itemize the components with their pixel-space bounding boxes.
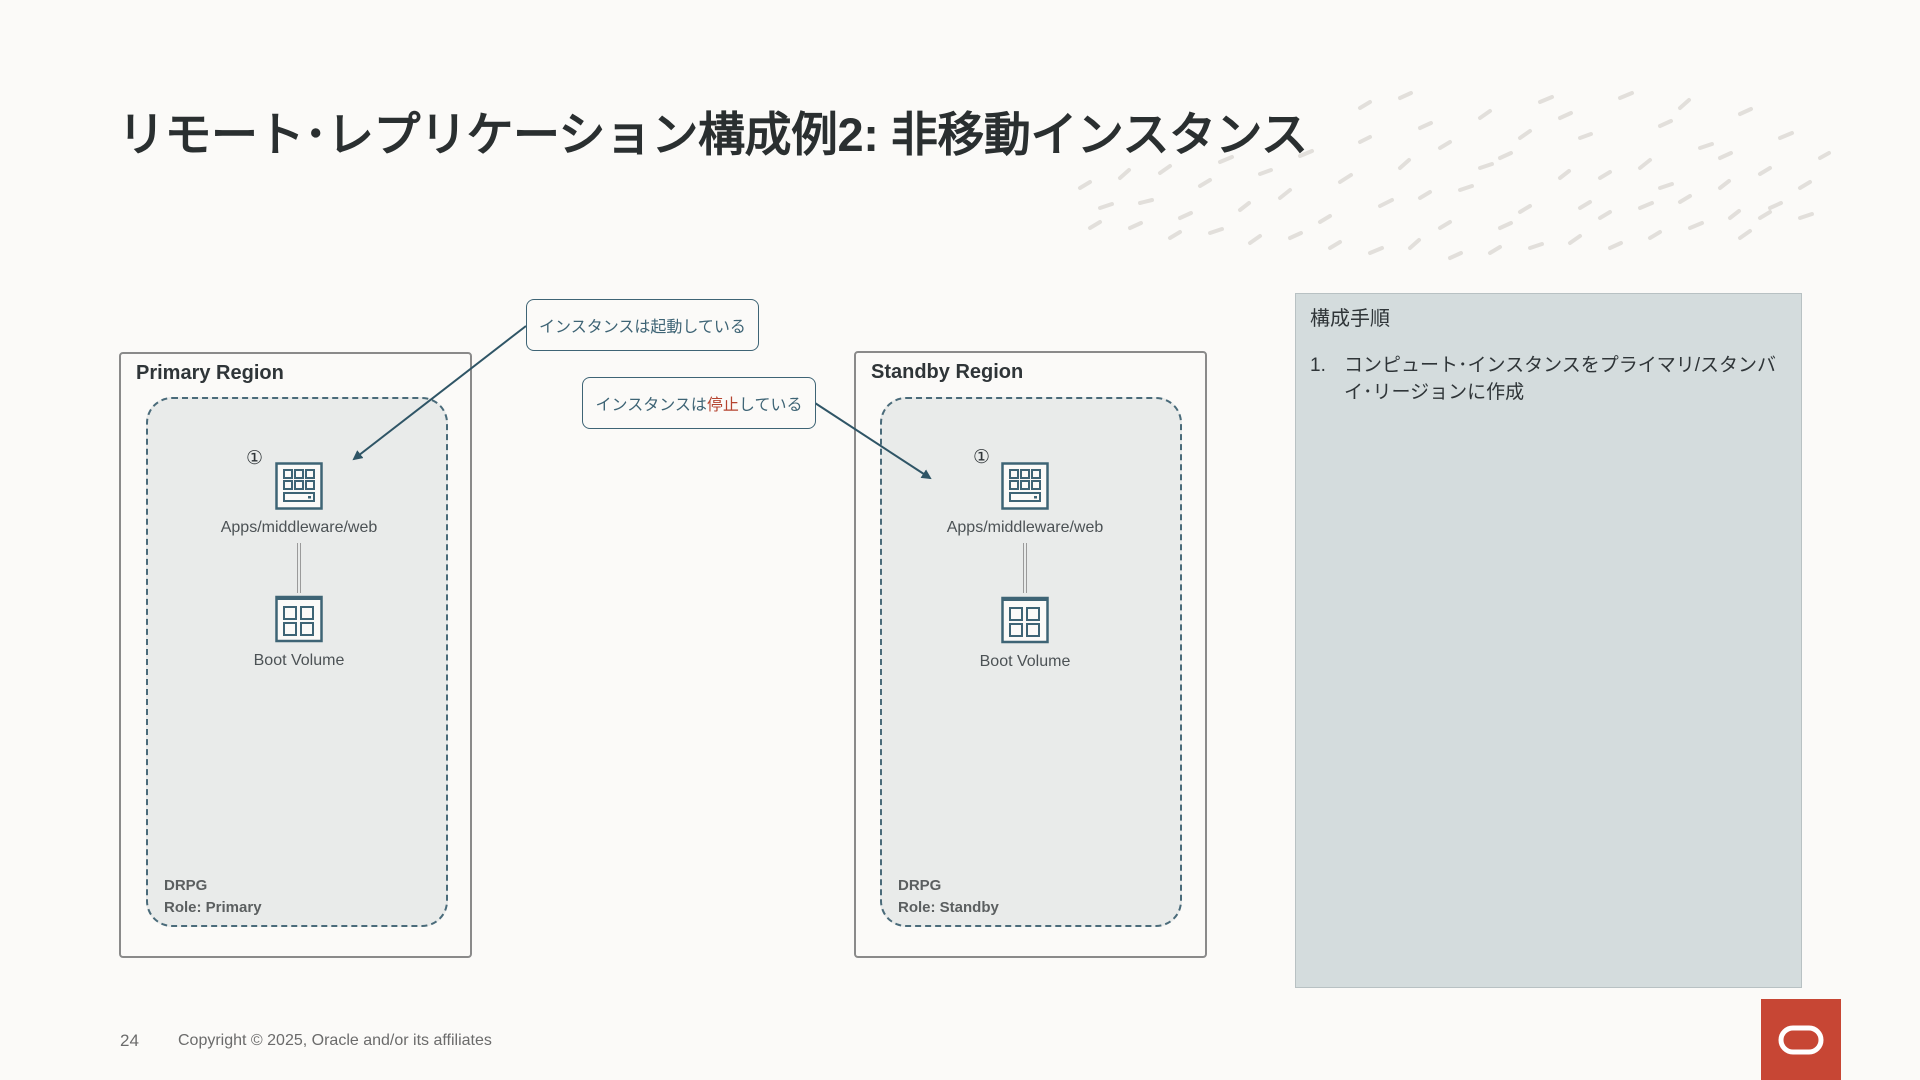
oracle-logo [1761, 999, 1841, 1080]
connector-line [297, 543, 301, 593]
copyright-notice: Copyright © 2025, Oracle and/or its affi… [178, 1032, 492, 1049]
drpg-role: Role: Primary [164, 899, 262, 916]
volume-node-standby: Boot Volume [915, 596, 1135, 671]
compute-instance-icon [1001, 462, 1049, 510]
step-marker: ① [246, 448, 264, 469]
step-marker: ① [973, 447, 991, 468]
steps-panel: 構成手順 1. コンピュート･インスタンスをプライマリ/スタンバイ･リージョンに… [1295, 293, 1802, 988]
callout-stopped-prefix: インスタンスは [595, 397, 707, 414]
callout-stopped-suffix: している [738, 397, 803, 414]
drpg-role: Role: Standby [898, 899, 999, 916]
volume-label: Boot Volume [253, 652, 345, 669]
primary-region: Primary Region DRPG Role: Primary [119, 352, 472, 958]
arrow-running [352, 325, 527, 461]
drpg-primary: DRPG Role: Primary [146, 397, 448, 927]
steps-list: 1. コンピュート･インスタンスをプライマリ/スタンバイ･リージョンに作成 [1310, 352, 1785, 406]
connector-line [1023, 543, 1027, 593]
boot-volume-icon [275, 595, 323, 643]
compute-instance-icon [275, 462, 323, 510]
boot-volume-icon [1001, 596, 1049, 644]
step-item: 1. コンピュート･インスタンスをプライマリ/スタンバイ･リージョンに作成 [1310, 352, 1785, 406]
drpg-label: DRPG Role: Primary [164, 875, 262, 919]
callout-stopped-highlight: 停止 [706, 397, 739, 414]
region-title: Primary Region [136, 362, 284, 384]
compute-node-standby: Apps/middleware/web [915, 462, 1135, 537]
drpg-name: DRPG [898, 877, 942, 894]
compute-label: Apps/middleware/web [946, 519, 1104, 536]
callout-stopped: インスタンスは停止している [582, 377, 816, 429]
compute-node-primary: Apps/middleware/web [189, 462, 409, 537]
compute-label: Apps/middleware/web [220, 519, 378, 536]
decorative-texture [1078, 91, 1831, 260]
volume-label: Boot Volume [979, 653, 1071, 670]
drpg-label: DRPG Role: Standby [898, 875, 999, 919]
volume-node-primary: Boot Volume [189, 595, 409, 670]
region-title: Standby Region [871, 361, 1024, 383]
callout-running-text: インスタンスは起動している [539, 319, 746, 336]
arrow-stopped [814, 402, 932, 480]
step-number: 1. [1310, 355, 1326, 376]
callout-running: インスタンスは起動している [526, 299, 759, 351]
step-text: コンピュート･インスタンスをプライマリ/スタンバイ･リージョンに作成 [1344, 355, 1777, 403]
page-number: 24 [120, 1031, 139, 1050]
oracle-logo-icon [1778, 1025, 1824, 1054]
steps-title: 構成手順 [1310, 308, 1390, 330]
slide-title: リモート･レプリケーション構成例2: 非移動インスタンス [118, 108, 1308, 161]
standby-region: Standby Region DRPG Role: Standby [854, 351, 1207, 958]
drpg-name: DRPG [164, 877, 208, 894]
